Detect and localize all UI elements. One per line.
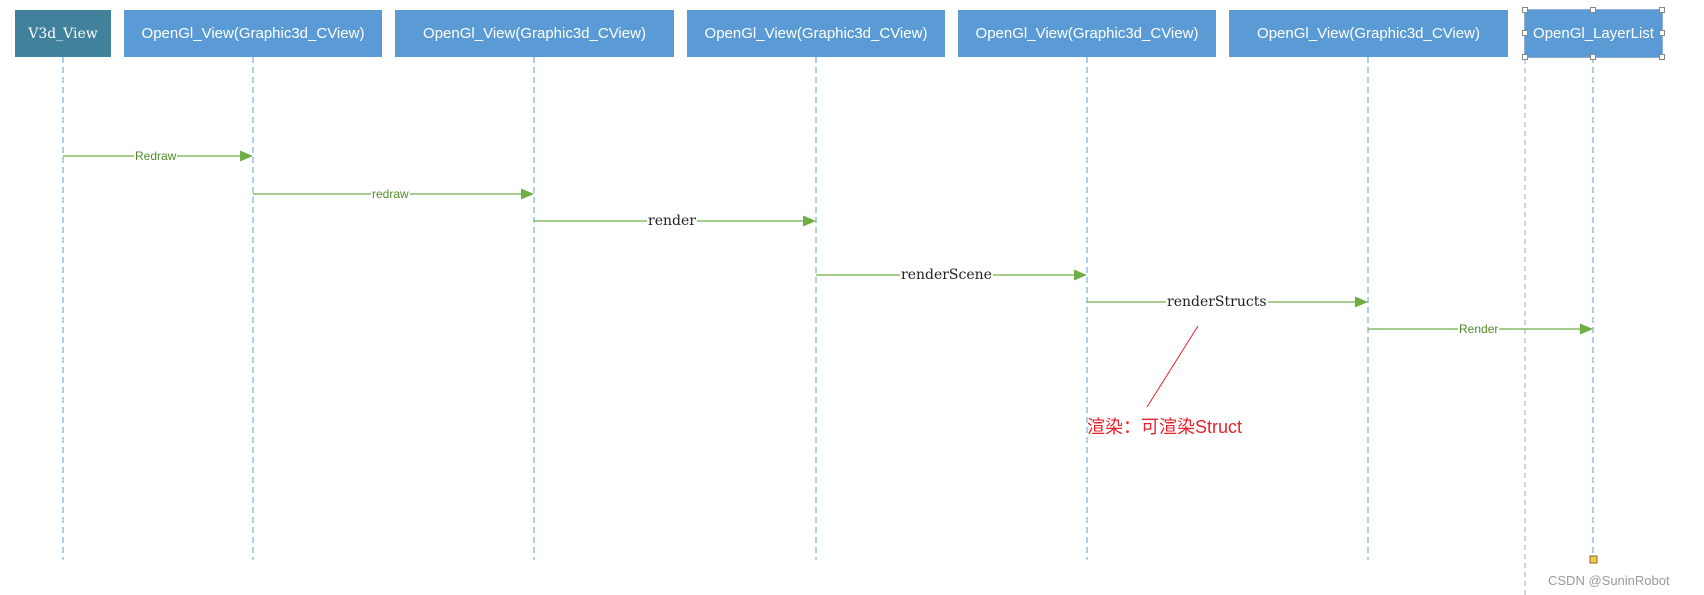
lifeline-end-handle[interactable]	[1589, 555, 1598, 564]
lifeline-box-opengl-view-4[interactable]: OpenGl_View(Graphic3d_CView)	[958, 10, 1216, 57]
watermark: CSDN @SuninRobot	[1548, 573, 1670, 588]
message-label-render: render	[647, 213, 697, 229]
selection-handle-bottom-center[interactable]	[1590, 54, 1596, 60]
selection-handle-middle-left[interactable]	[1522, 30, 1528, 36]
lifeline-box-opengl-view-5[interactable]: OpenGl_View(Graphic3d_CView)	[1229, 10, 1508, 57]
selection-handle-bottom-right[interactable]	[1659, 54, 1665, 60]
message-label-renderstructs: renderStructs	[1166, 294, 1268, 310]
lifeline-box-opengl-view-2[interactable]: OpenGl_View(Graphic3d_CView)	[395, 10, 674, 57]
message-label-redraw-upper: Redraw	[134, 149, 178, 163]
lifeline-box-opengl-layerlist[interactable]: OpenGl_LayerList	[1524, 9, 1663, 58]
selection-handle-bottom-left[interactable]	[1522, 54, 1528, 60]
selection-handle-middle-right[interactable]	[1659, 30, 1665, 36]
selection-handle-top-center[interactable]	[1590, 7, 1596, 13]
annotation-callout-line	[1146, 325, 1199, 408]
lifeline-box-opengl-view-1[interactable]: OpenGl_View(Graphic3d_CView)	[124, 10, 382, 57]
message-label-renderscene: renderScene	[900, 267, 993, 283]
selection-handle-top-left[interactable]	[1522, 7, 1528, 13]
annotation-text: 渲染：可渲染Struct	[1087, 417, 1243, 437]
message-label-render-capital: Render	[1458, 322, 1500, 336]
selection-handle-top-right[interactable]	[1659, 7, 1665, 13]
message-label-redraw-lower: redraw	[371, 187, 410, 201]
lifeline-box-v3d-view[interactable]: V3d_View	[15, 10, 111, 57]
lifeline-box-opengl-view-3[interactable]: OpenGl_View(Graphic3d_CView)	[687, 10, 945, 57]
